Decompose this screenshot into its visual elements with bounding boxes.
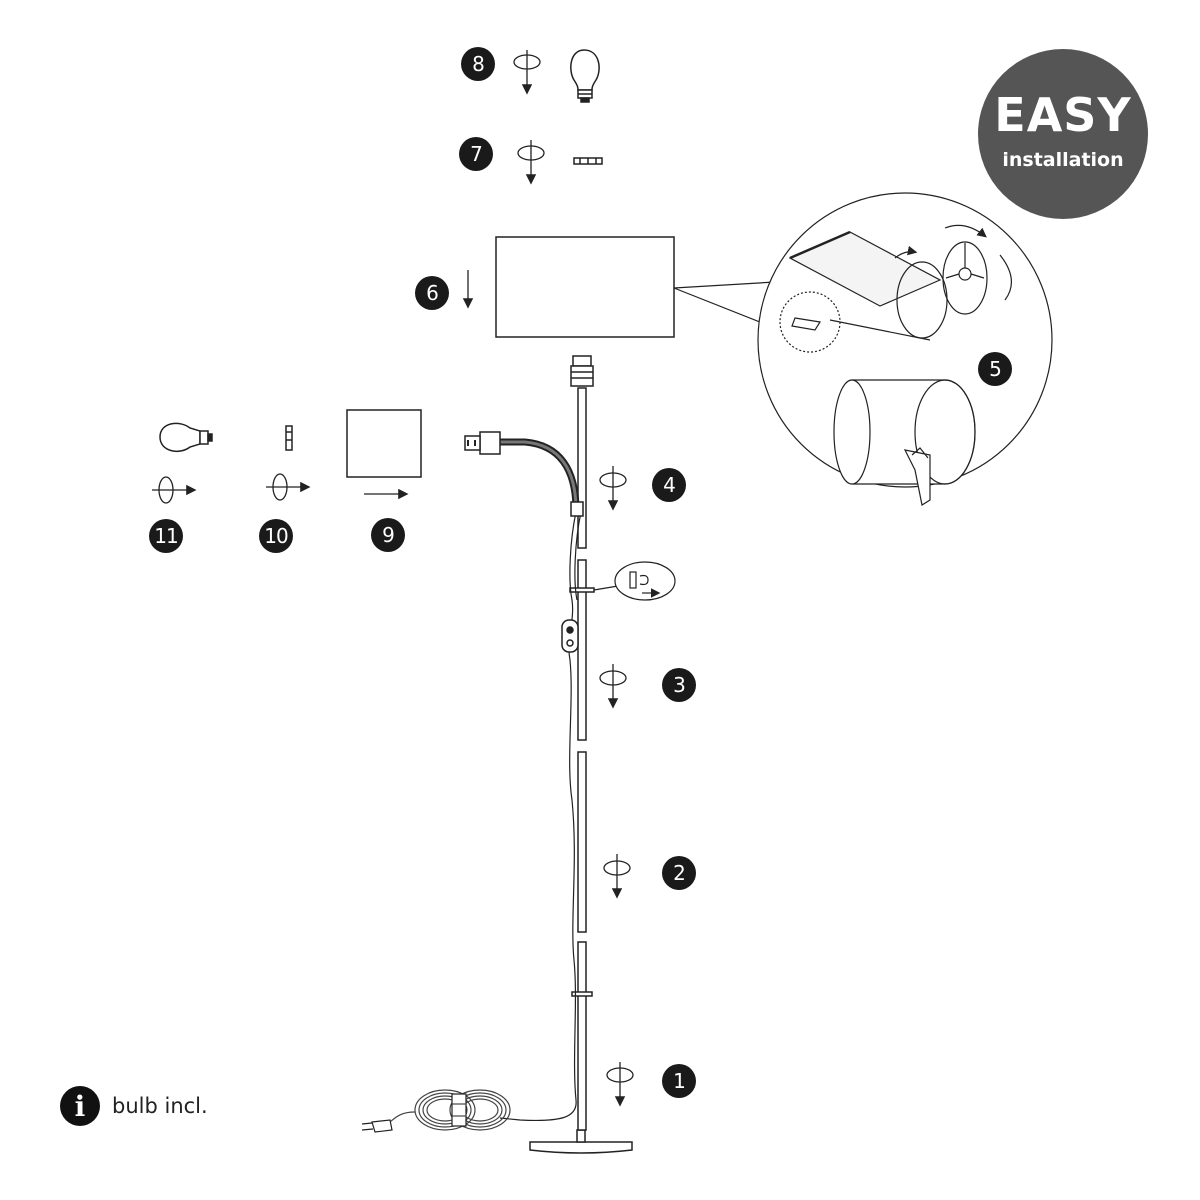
step-3-badge: 3 <box>662 668 696 702</box>
diffuser-plate <box>346 409 422 478</box>
rotate-arrow-step-1 <box>606 1062 634 1107</box>
gooseneck-cable <box>464 431 584 517</box>
step-11-badge: 11 <box>149 519 183 553</box>
small-ring-part <box>285 425 293 451</box>
lamp-shade <box>495 236 675 338</box>
rotate-arrow-step-4 <box>599 466 627 511</box>
coiled-cable <box>361 1089 511 1133</box>
bulb-included-note: i bulb incl. <box>60 1086 208 1126</box>
clip-detail-callout <box>593 561 676 601</box>
light-bulb-top <box>570 49 600 103</box>
step-7-badge: 7 <box>459 137 493 171</box>
rotate-arrow-step-11 <box>152 476 197 504</box>
shade-ring-part <box>573 157 603 165</box>
rotate-arrow-step-3 <box>599 664 627 709</box>
info-icon: i <box>60 1086 100 1126</box>
step-4-badge: 4 <box>652 468 686 502</box>
pole-segment-2 <box>577 751 587 933</box>
light-bulb-left <box>159 422 213 453</box>
shade-assembly-detail <box>673 192 1053 506</box>
inline-switch <box>561 619 579 653</box>
step-6-badge: 6 <box>415 276 449 310</box>
easy-installation-badge: EASY installation <box>978 49 1148 219</box>
rotate-arrow-step-2 <box>603 854 631 899</box>
step-1-badge: 1 <box>662 1064 696 1098</box>
step-5-badge: 5 <box>978 352 1012 386</box>
rotate-arrow-step-7 <box>517 140 545 185</box>
bulb-included-text: bulb incl. <box>112 1094 208 1118</box>
power-cord <box>499 511 582 1122</box>
step-8-badge: 8 <box>461 47 495 81</box>
pole-segment-1 <box>571 941 593 1131</box>
step-2-badge: 2 <box>662 856 696 890</box>
pole-segment-4 <box>577 387 587 549</box>
lamp-socket <box>570 355 594 387</box>
lamp-base <box>529 1129 633 1154</box>
installation-label: installation <box>1002 149 1124 171</box>
step-10-badge: 10 <box>259 519 293 553</box>
rotate-arrow-step-8 <box>513 50 541 95</box>
rotate-arrow-step-10 <box>266 473 311 501</box>
step-9-badge: 9 <box>371 518 405 552</box>
easy-label: EASY <box>994 88 1132 142</box>
